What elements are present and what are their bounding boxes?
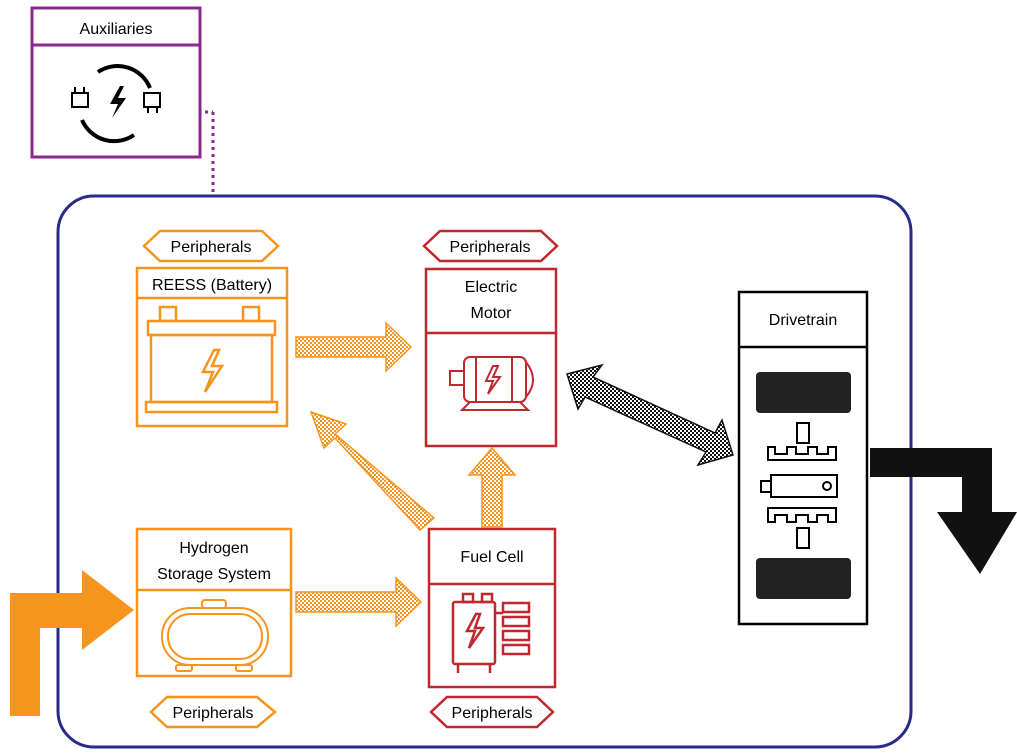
fuel-cell-peripherals-label: Peripherals [452,705,533,722]
fuelcell-to-motor-arrow [467,446,517,528]
fuel-cell-icon [451,592,531,673]
hydrogen-peripherals-hex [149,695,277,729]
drivetrain-title: Drivetrain [769,312,837,329]
reess-peripherals-hex [142,229,280,263]
motor-peripherals-hex [422,229,559,263]
motor-title-line1: Electric [465,279,517,296]
reess-title: REESS (Battery) [152,277,272,294]
hydrogen-storage-block: Hydrogen Storage System Peripherals [135,527,293,729]
drivetrain-output-arrow [870,448,1017,574]
reess-block: Peripherals REESS (Battery) [135,229,289,428]
fuel-cell-block: Fuel Cell Peripherals [427,527,557,729]
fuelcell-to-battery-arrow [309,410,436,532]
motor-drivetrain-bidirectional-arrow [566,363,734,467]
hydrogen-input-arrow [10,570,134,716]
hydrogen-tank-icon [161,599,269,672]
plug-power-cycle-icon [71,64,161,144]
hydrogen-to-fuelcell-arrow [295,576,423,628]
hydrogen-peripherals-label: Peripherals [173,705,254,722]
motor-peripherals-label: Peripherals [450,239,531,256]
auxiliaries-title: Auxiliaries [80,21,153,38]
electric-motor-icon [449,356,534,411]
electric-motor-block: Peripherals Electric Motor [422,229,559,448]
drivetrain-block: Drivetrain [737,290,869,626]
reess-peripherals-label: Peripherals [171,239,252,256]
hydrogen-title-line2: Storage System [157,566,271,583]
drivetrain-icon [756,372,851,599]
fuel-cell-peripherals-hex [429,695,555,729]
motor-title-line2: Motor [471,305,513,322]
battery-to-motor-arrow [295,321,413,373]
hydrogen-title-line1: Hydrogen [179,540,248,557]
auxiliaries-box: Auxiliaries [30,6,202,159]
battery-icon [144,305,279,414]
fuel-cell-title: Fuel Cell [460,549,523,566]
